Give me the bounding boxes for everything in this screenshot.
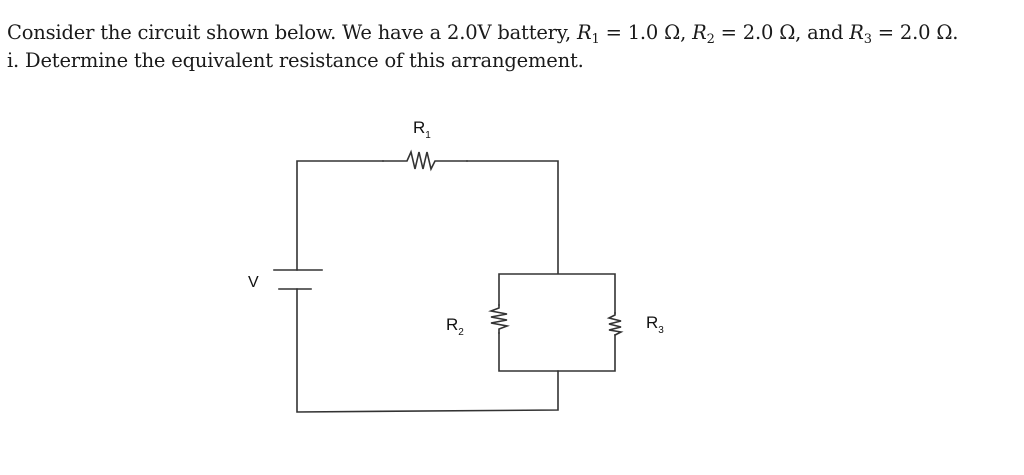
parallel-bottom-wire	[498, 332, 616, 372]
parallel-top-wire	[498, 273, 616, 314]
question-line-1: Consider the circuit shown below. We hav…	[7, 19, 959, 47]
r1-label: R1	[413, 118, 431, 141]
r2-symbol: R	[692, 21, 707, 44]
battery-label: V	[248, 274, 259, 291]
r3-label: R3	[646, 313, 664, 336]
question-intro: Consider the circuit shown below. We hav…	[7, 21, 578, 44]
r1-resistor-icon	[382, 149, 468, 172]
r2-resistor-icon	[488, 304, 510, 334]
r2-label: R2	[446, 315, 464, 338]
r3-resistor-icon	[606, 312, 624, 337]
r2-value: = 2.0 Ω, and	[714, 21, 850, 44]
top-wire-left	[296, 160, 384, 271]
bottom-wire-left	[296, 288, 559, 413]
question-text: Consider the circuit shown below. We hav…	[7, 19, 959, 75]
r3-subscript: 3	[863, 32, 872, 47]
question-line-2: i. Determine the equivalent resistance o…	[7, 49, 584, 72]
r1-symbol: R	[577, 21, 592, 44]
r1-value: = 1.0 Ω,	[599, 21, 693, 44]
r2-subscript: 2	[706, 32, 715, 47]
top-wire-right	[466, 160, 559, 274]
r3-symbol: R	[849, 21, 864, 44]
r1-subscript: 1	[591, 32, 600, 47]
r3-value: = 2.0 Ω.	[871, 21, 959, 44]
